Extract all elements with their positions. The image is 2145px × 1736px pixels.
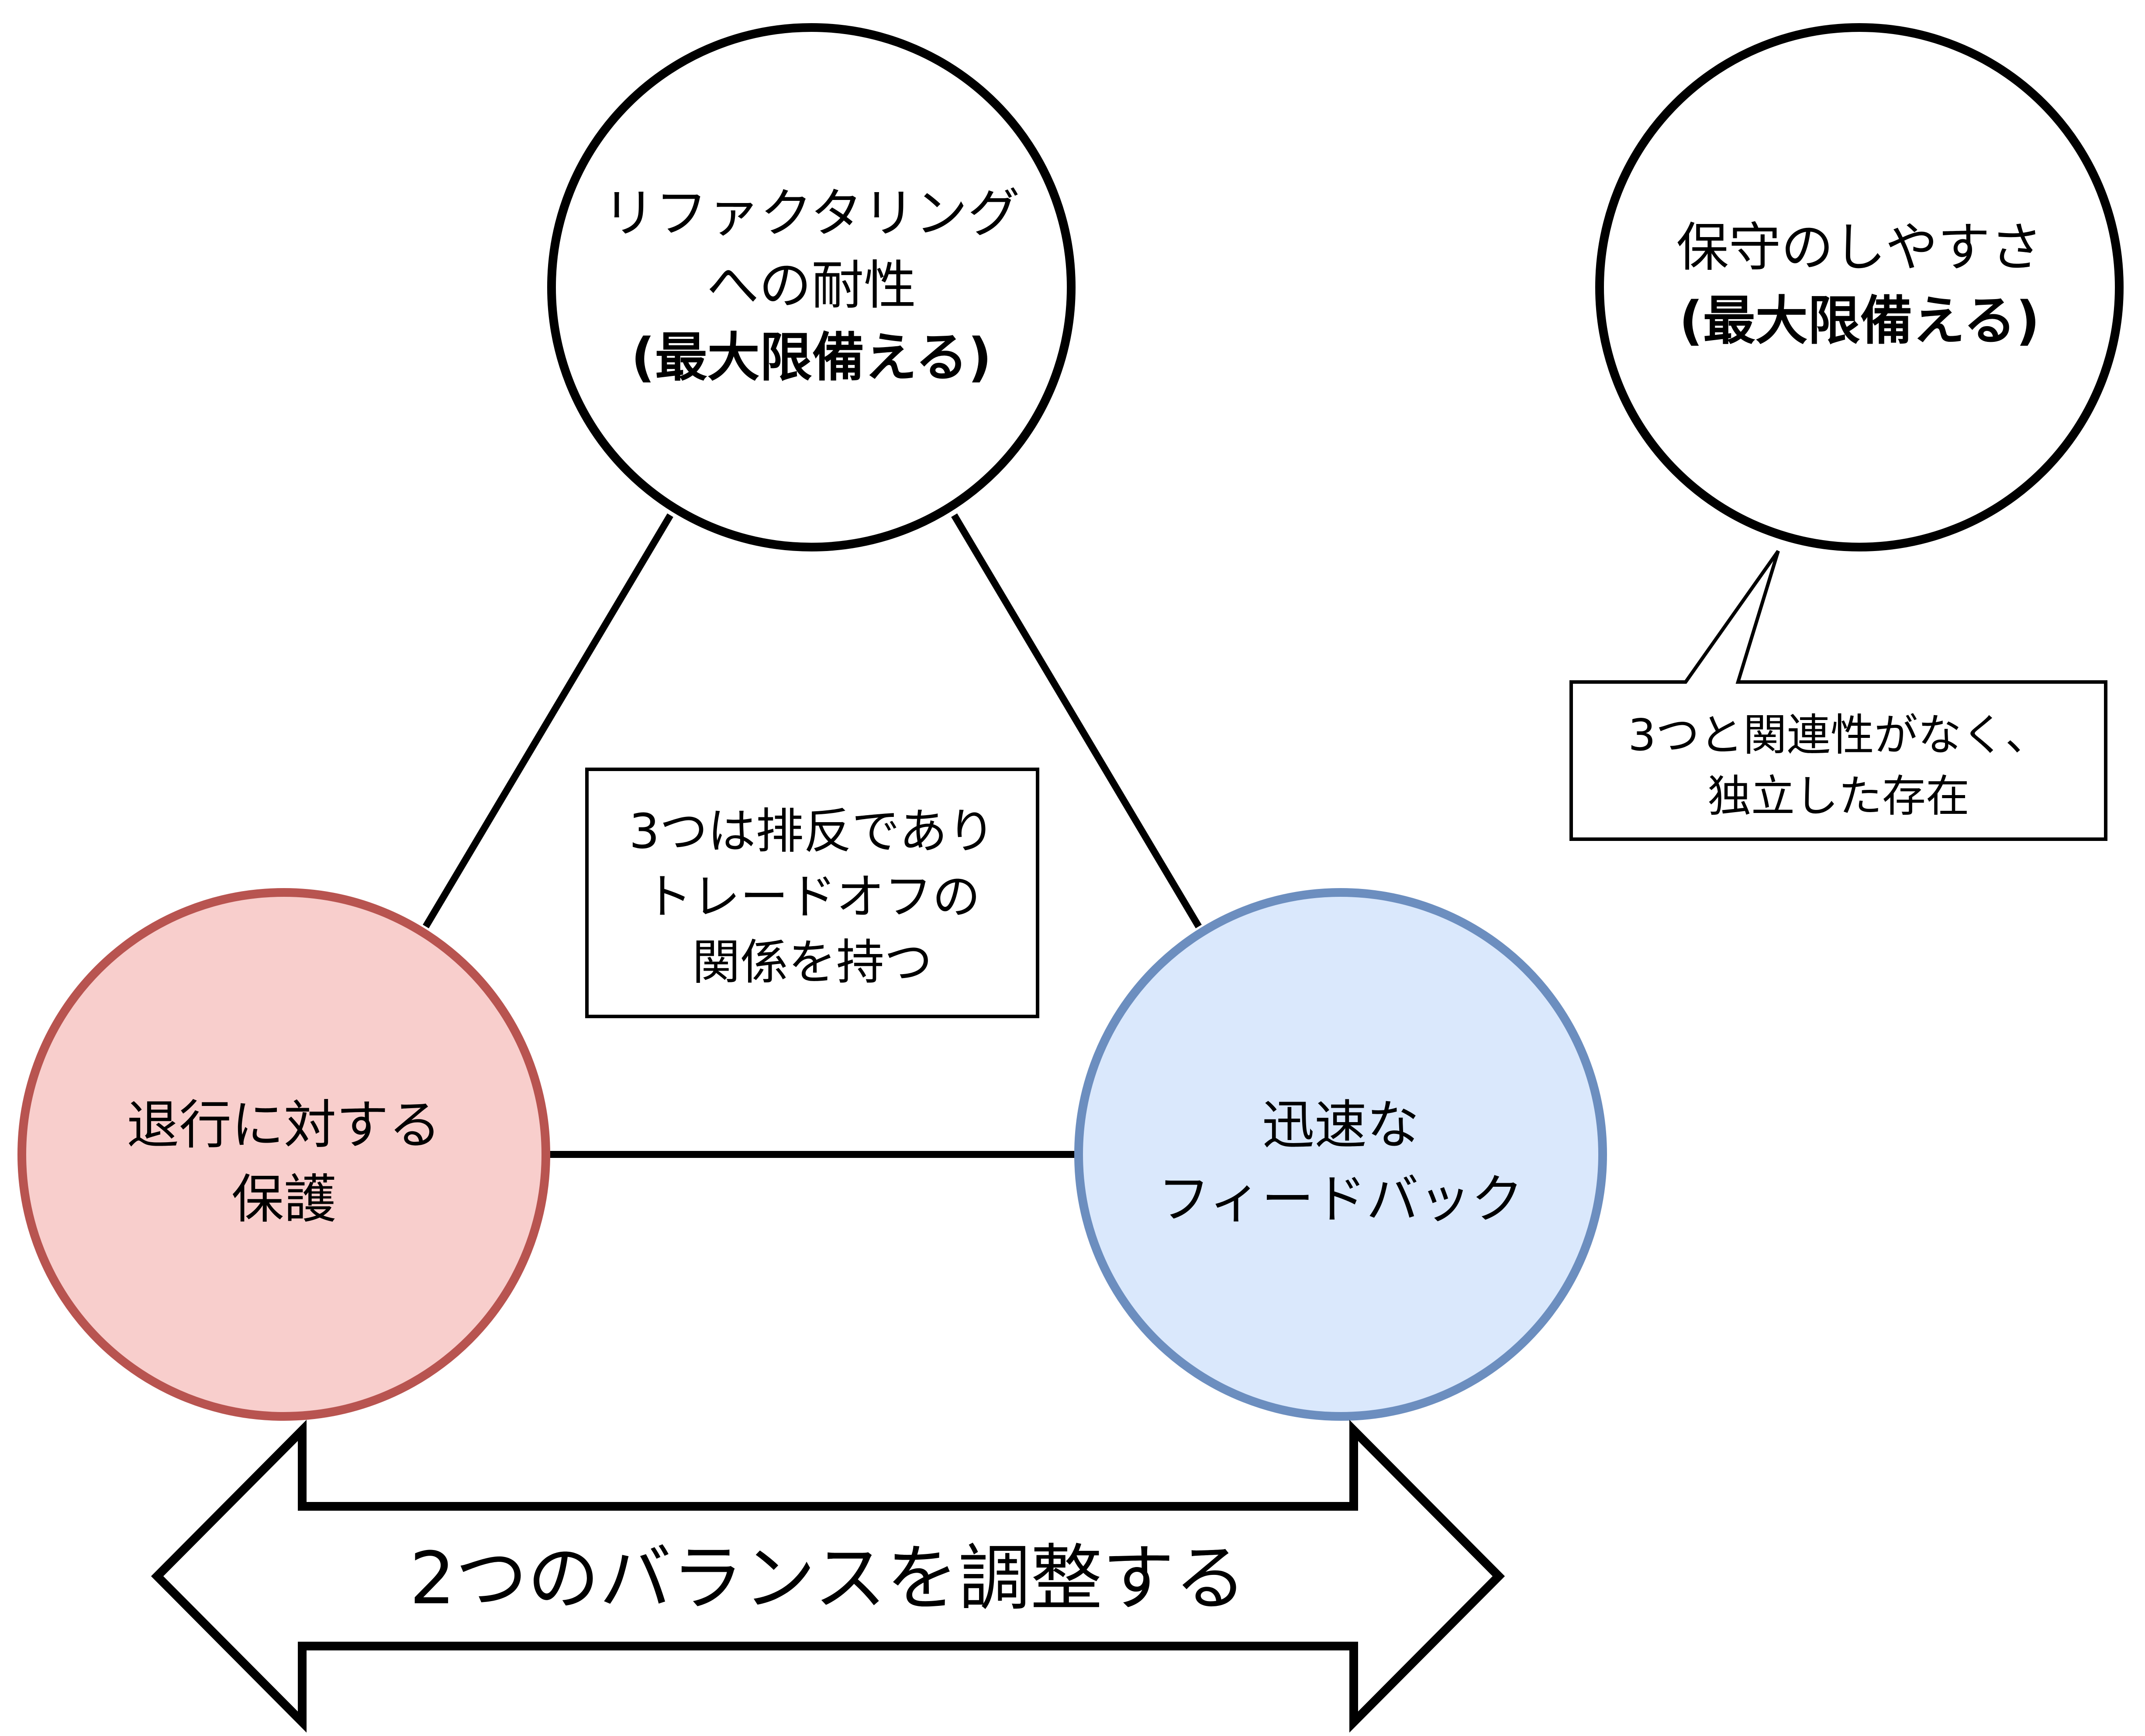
double-arrow-icon [151,1419,1505,1733]
balance-arrow[interactable]: 2つのバランスを調整する [151,1419,1505,1733]
note-independent-label-1: 3つと関連性がなく、 [1628,710,2049,761]
node-fast-feedback[interactable]: 迅速な フィードバック [1074,888,1607,1421]
node-refactoring-label-1: リファクタリング [603,183,1020,244]
note-independent-label-2: 独立した存在 [1707,771,1969,822]
node-maintainability-circle [1595,23,2124,551]
note-tradeoff-label-2: トレードオフの [644,869,980,925]
note-tradeoff-label-1: 3つは排反であり [629,803,996,859]
node-regression-label-2: 保護 [231,1169,336,1230]
node-feedback-circle [1074,888,1607,1421]
node-maintainability-label-2: (最大限備える) [1679,291,2040,351]
node-regression-circle [17,888,550,1421]
node-refactoring-resistance[interactable]: リファクタリング への耐性 (最大限備える) [547,23,1076,551]
edge-refactoring-feedback [951,513,1202,929]
note-independent-box [1569,550,2107,841]
note-tradeoff-label-3: 関係を持つ [692,934,932,990]
node-feedback-label-2: フィードバック [1158,1169,1524,1230]
node-maintainability[interactable]: 保守のしやすさ (最大限備える) [1595,23,2124,551]
node-feedback-label-1: 迅速な [1262,1095,1419,1156]
node-maintainability-label-1: 保守のしやすさ [1676,217,2043,278]
note-tradeoff-box [585,768,1039,1018]
edge-refactoring-regression [423,513,673,929]
node-refactoring-circle [547,23,1076,551]
note-tradeoff[interactable]: 3つは排反であり トレードオフの 関係を持つ [585,768,1039,1018]
node-regression-protection[interactable]: 退行に対する 保護 [17,888,550,1421]
node-regression-label-1: 退行に対する [127,1095,441,1156]
node-refactoring-label-3: (最大限備える) [631,327,992,388]
balance-arrow-label: 2つのバランスを調整する [410,1536,1247,1620]
note-independent[interactable]: 3つと関連性がなく、 独立した存在 [1569,550,2107,841]
node-refactoring-label-2: への耐性 [707,255,916,316]
